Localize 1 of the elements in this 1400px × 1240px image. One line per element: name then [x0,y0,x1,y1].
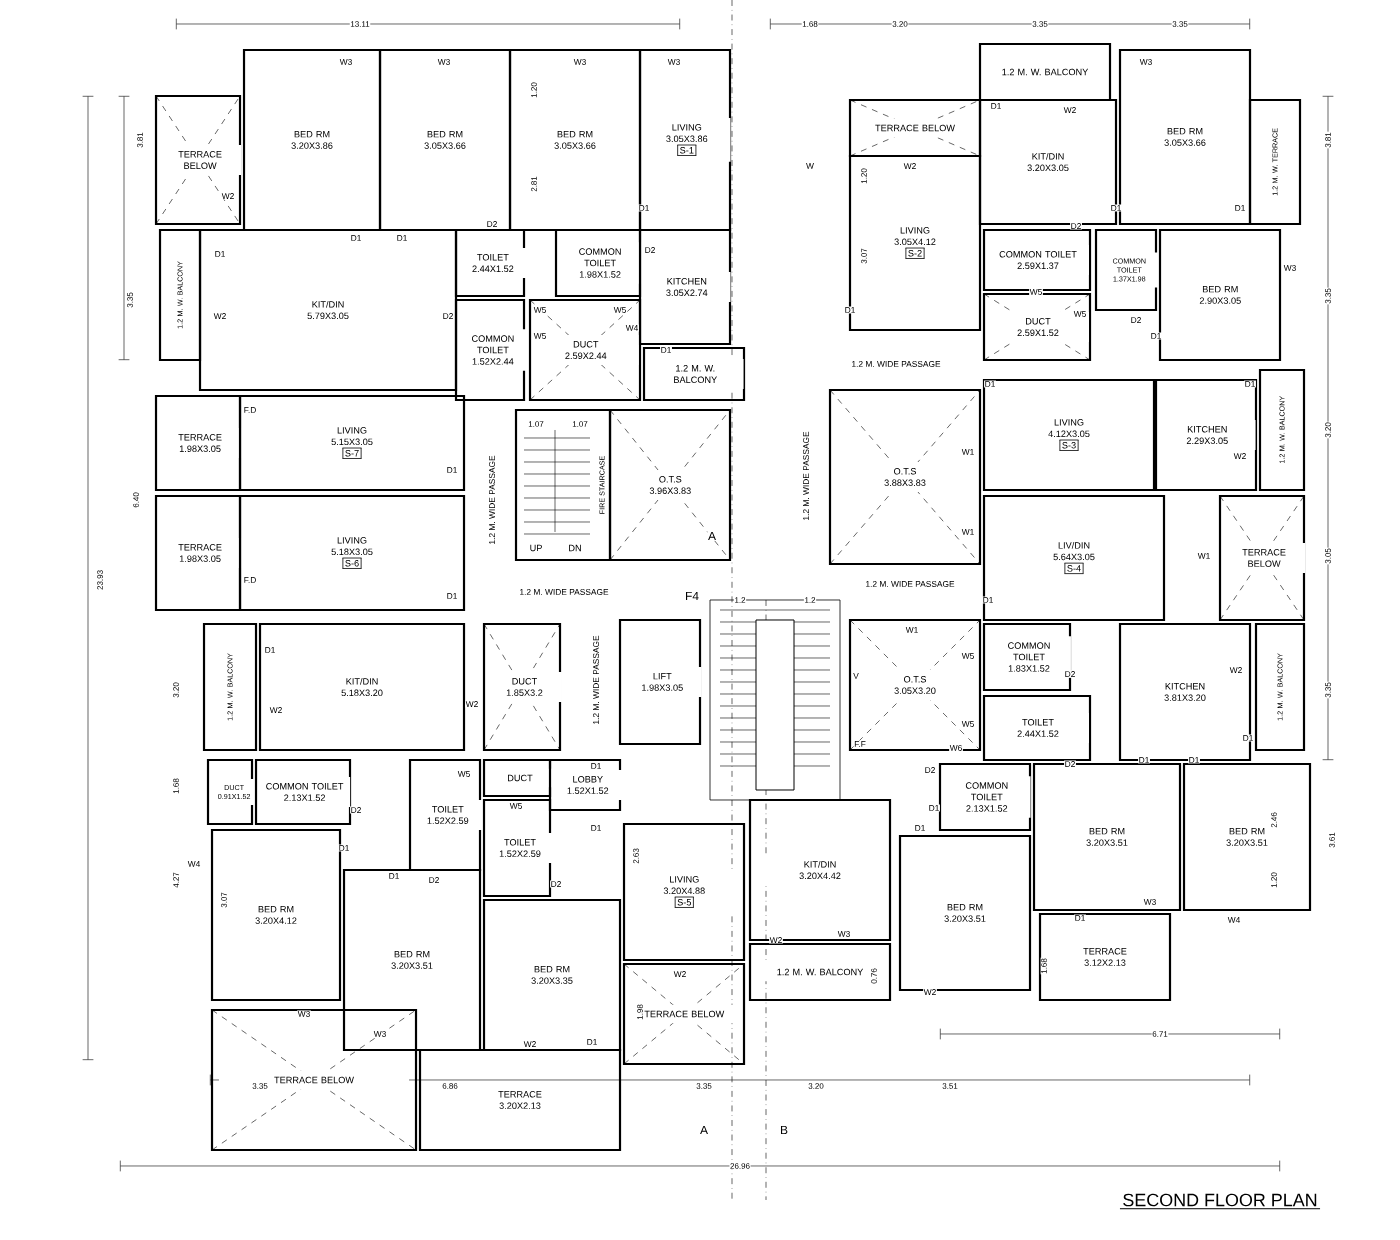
plan-title: SECOND FLOOR PLAN [1123,1193,1317,1207]
